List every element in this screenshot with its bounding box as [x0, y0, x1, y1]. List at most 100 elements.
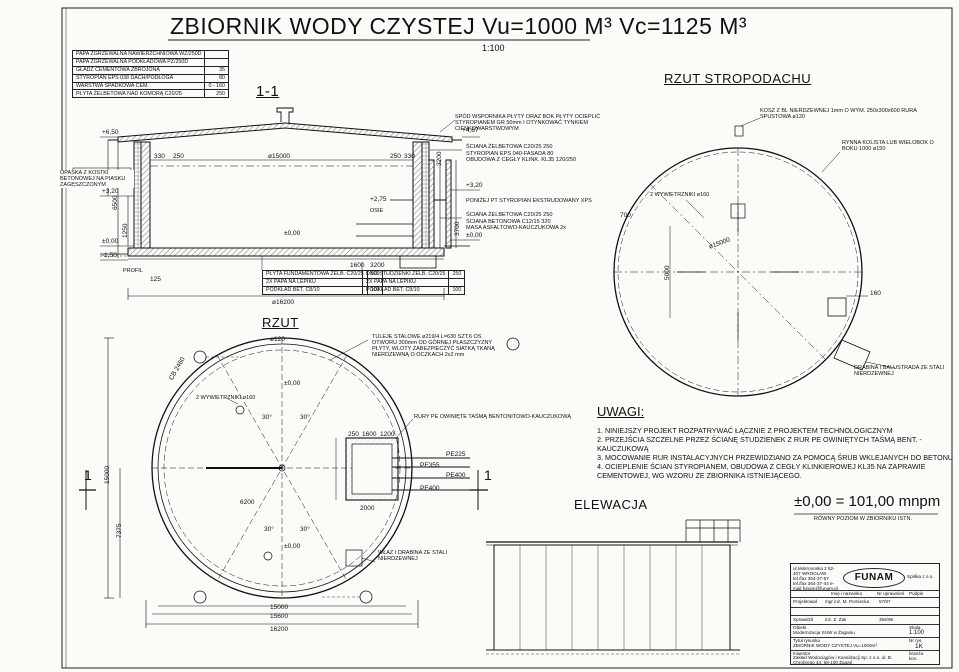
label-pe400-b: PE400	[420, 485, 440, 492]
dim-330-right: 330	[404, 153, 415, 160]
dim-level-zero-right: ±0,00	[466, 232, 483, 239]
tb-object-label: Obiekt	[793, 625, 807, 630]
label-pe355: PE355	[420, 462, 440, 469]
plan-level-zero-bottom: ±0,00	[284, 543, 301, 550]
note-axes: OSIE	[370, 208, 384, 214]
roof-vent	[276, 107, 294, 124]
tb-branch-label: branża	[909, 651, 924, 656]
table-row: PAPA ZGRZEWALNA NAWIERZCHNIOWA WZ/250D	[71, 50, 229, 59]
plan-level-zero-top: ±0,00	[284, 380, 301, 387]
label-pe400-a: PE400	[446, 472, 466, 479]
dim-125: 125	[150, 276, 161, 283]
left-wall	[140, 141, 151, 249]
list-item: OBUDOWA Z CEGŁY KLINK. KL35 120/250	[466, 157, 577, 163]
tb-col-sign: Podpis	[909, 591, 924, 596]
tb-designer-no: 57/87	[879, 599, 891, 604]
list-item: MASA ASFALTOWO-KAUCZUKOWA 2x	[466, 225, 566, 231]
dim-level-487: +4,87	[462, 127, 479, 134]
tb-drawing-label: Tytuł rysunku	[793, 638, 821, 643]
ground-profile	[100, 245, 470, 255]
axis-marker-top-right	[506, 337, 520, 351]
section-1-1	[79, 107, 488, 510]
dim-inner-diameter: ø15000	[268, 153, 291, 160]
tb-designer-role: Projektował	[793, 599, 817, 604]
dim-1600: 1600	[350, 262, 365, 269]
note-top-support: SPÓD WSPORNIKA PŁYTY ORAZ BOK PŁYTY OCIE…	[455, 114, 601, 133]
dim-plan-16200: 16200	[270, 626, 289, 633]
tb-drawing-no-label: Nr rys.	[909, 638, 923, 643]
dim-plan-1600: 1600	[362, 431, 377, 438]
dim-level-275: +2,75	[370, 196, 387, 203]
axis-marker-top-left	[193, 350, 207, 364]
elevation-title: ELEWACJA	[574, 497, 648, 512]
note-below-insul: PONIŻEJ PT STYROPIAN EKSTRUDOWANY XPS	[466, 198, 592, 204]
dim-roof-160: 160	[870, 290, 881, 297]
plan-angle-b: 30°	[300, 414, 310, 421]
list-item: ŚCIANA BETONOWA C12/15 320	[466, 218, 551, 225]
plan-title: RZUT	[262, 315, 299, 330]
label-pe225: PE225	[446, 451, 466, 458]
reference-level: ±0,00 = 101,00 mnpm	[794, 493, 941, 510]
tb-designer-name: mgr inż. M. Pomiecka	[825, 599, 870, 604]
roof-plan-title: RZUT STROPODACHU	[664, 71, 812, 86]
elevation-view	[486, 519, 741, 655]
tb-row	[791, 590, 939, 591]
plan-angle-d: 30°	[300, 526, 310, 533]
dim-vert-6500: 6500	[112, 195, 119, 210]
tb-investor-name: Zakład Wodociągów i Kanalizacji Sp. z o.…	[793, 655, 893, 665]
company-name: FUNAM	[854, 572, 894, 583]
tb-branch-value: kon.	[909, 656, 918, 661]
tb-drawing-no: 1K	[915, 643, 923, 650]
dim-level-zero-mid: ±0,00	[284, 230, 301, 237]
tb-row	[791, 597, 939, 598]
plan-angle-c: 30°	[264, 526, 274, 533]
section-mark-left: 1	[84, 467, 92, 483]
dim-level-320-right: +3,20	[466, 182, 483, 189]
note-item: 1. NINIEJSZY PROJEKT ROZPATRYWAĆ ŁĄCZNIE…	[597, 426, 893, 436]
note-roof-vents: 2 WYWIETRZNIKI ø160	[650, 192, 710, 198]
list-item: ŚCIANA ŻELBETOWA C20/25 250	[466, 144, 553, 150]
tb-scale-value: 1:100	[909, 630, 925, 636]
dim-plan-15000-vertical: 15000	[104, 465, 111, 484]
tb-col-no: Nr uprawnień	[877, 591, 905, 596]
section-title: 1-1	[256, 83, 280, 100]
note-pipes-tape: RURY PE OWINIĘTE TAŚMĄ BENTONITOWO-KAUCZ…	[414, 414, 572, 420]
sheet-scale: 1:100	[482, 43, 505, 53]
note-sleeves: TULEJE STALOWE ø219/4 L=630 SZT.6 OS OTW…	[372, 334, 495, 359]
axis-marker-bottom-left	[193, 590, 207, 604]
reference-level-sub: RÓWNY POZIOM W ZBIORNIKU ISTN.	[814, 516, 912, 522]
dim-vert-3200: 3200	[436, 151, 443, 166]
dim-level-minus150: -1,50	[102, 252, 117, 259]
dim-250-right: 250	[390, 153, 401, 160]
dim-plan-1200: 1200	[380, 431, 395, 438]
dim-plan-250: 250	[348, 431, 359, 438]
table-row: WARSTWA SPADKOWA CEM.0 - 160	[71, 81, 229, 91]
sheet-frame	[61, 7, 953, 669]
note-item: 3. MOCOWANIE RUR INSTALACYJNYCH PRZEWIDZ…	[597, 453, 954, 463]
tb-col-name: Imię i nazwisko	[831, 591, 863, 596]
dim-level-320-left: +3,20	[102, 188, 119, 195]
tb-drafter-role: Sprawdził	[793, 617, 813, 622]
tb-drawing-name: ZBIORNIK WODY CZYSTEJ Vu=1000m³	[793, 643, 877, 648]
dim-plan-7375: 7375	[116, 523, 123, 538]
note-ground: OPASKA Z KOSTKI BETONOWEJ NA PIASKU ZAGĘ…	[60, 170, 134, 189]
dim-plan-15600: 15600	[270, 613, 289, 620]
tb-row	[791, 637, 939, 638]
dim-plan-6200: 6200	[240, 499, 255, 506]
roof-layers-table: PAPA ZGRZEWALNA NAWIERZCHNIOWA WZ/250D P…	[71, 50, 229, 99]
tb-row	[791, 650, 939, 651]
label-plan-a120: ø120	[270, 336, 285, 343]
tb-scale-label: Skala	[909, 625, 921, 630]
plan-angle-a: 30°	[262, 414, 272, 421]
dim-level-zero-left: ±0,00	[102, 238, 119, 245]
dim-roof-5000: 5000	[664, 265, 671, 280]
tb-investor-label: Inwestor	[793, 651, 811, 656]
foundation-slab	[127, 247, 445, 257]
dim-vert-1250: 1250	[122, 223, 129, 238]
